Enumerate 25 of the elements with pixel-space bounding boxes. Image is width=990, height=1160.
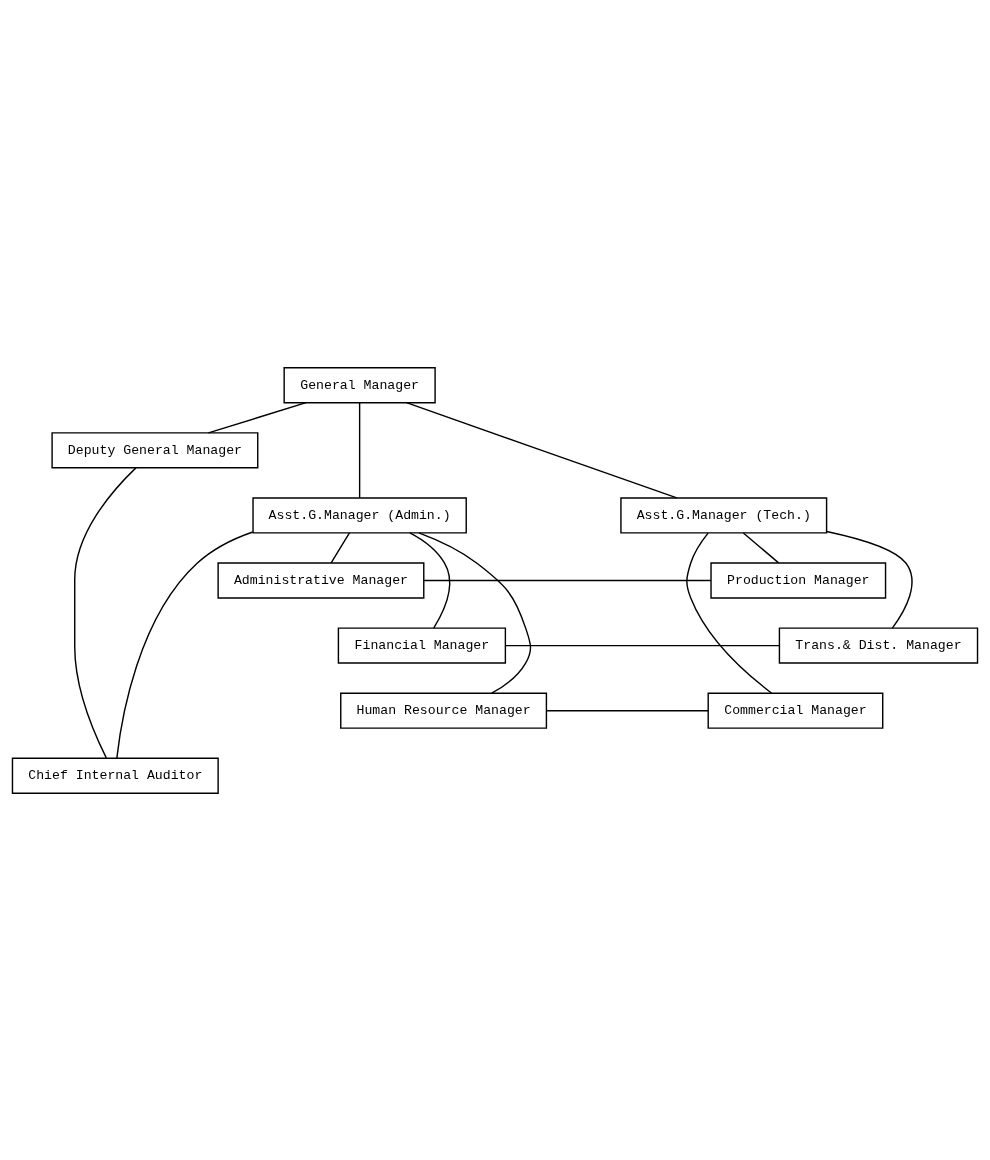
node-box: Production Manager xyxy=(710,561,887,599)
node-box: Trans.& Dist. Manager xyxy=(778,626,979,664)
connector xyxy=(409,531,451,629)
node-box: Commercial Manager xyxy=(707,692,884,729)
node-box: General Manager xyxy=(283,366,436,403)
node-box: Asst.G.Manager (Tech.) xyxy=(620,496,828,534)
connector xyxy=(686,531,773,694)
node-box: Financial Manager xyxy=(337,626,507,664)
node-box: Human Resource Manager xyxy=(340,692,548,729)
connector xyxy=(418,531,532,694)
connector xyxy=(330,531,351,564)
connector xyxy=(423,579,712,581)
connector xyxy=(74,466,137,759)
connector xyxy=(825,530,913,629)
connector xyxy=(358,401,361,498)
connector xyxy=(545,709,709,711)
connector xyxy=(405,401,678,499)
node-box: Asst.G.Manager (Admin.) xyxy=(252,496,467,534)
node-box: Administrative Manager xyxy=(217,561,425,599)
node-box: Chief Internal Auditor xyxy=(11,757,219,794)
connector xyxy=(742,531,780,564)
connector xyxy=(505,644,780,646)
connector xyxy=(207,401,307,434)
connector xyxy=(116,530,254,759)
node-box: Deputy General Manager xyxy=(51,431,259,468)
